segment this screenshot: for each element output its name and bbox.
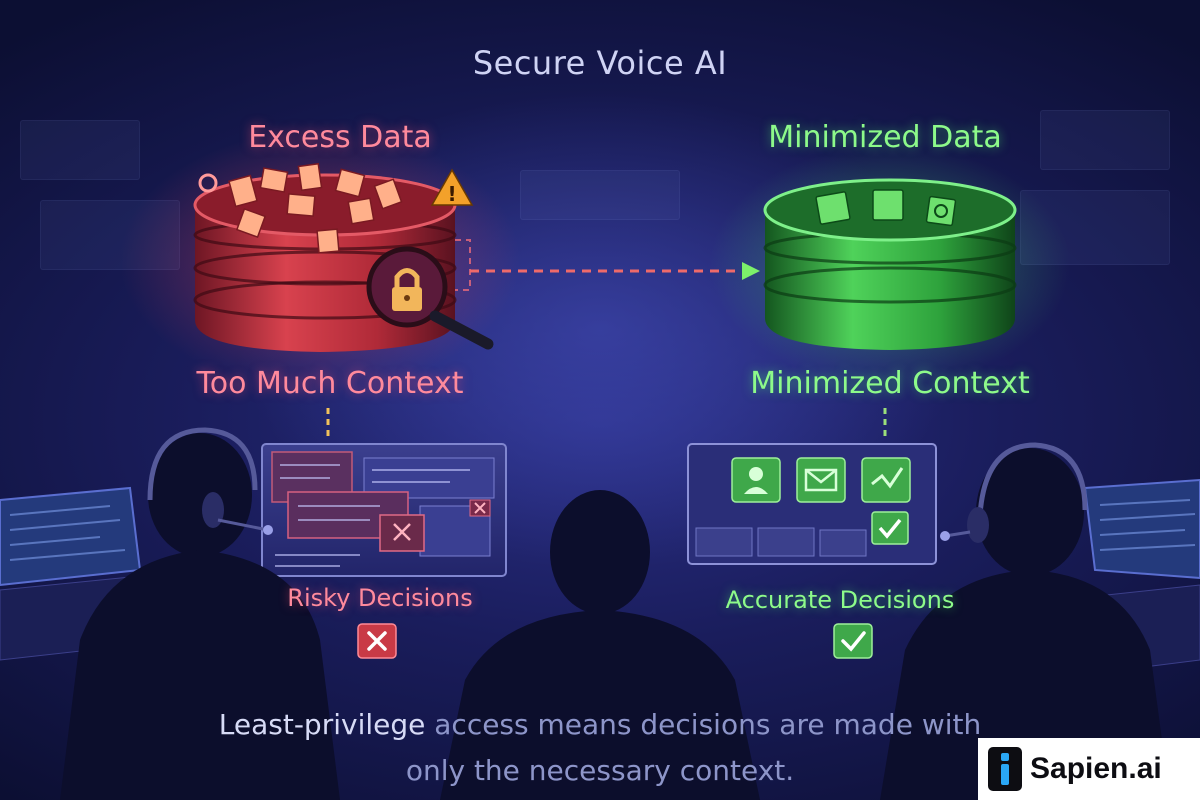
cluttered-context-screen [261, 443, 507, 577]
arrowhead-icon [742, 262, 760, 280]
too-much-context-label: Too Much Context [196, 366, 464, 401]
background-screen [520, 170, 680, 220]
minimized-context-label: Minimized Context [750, 366, 1030, 401]
svg-text:!: ! [447, 182, 456, 206]
brand-logo: Sapien.ai [978, 738, 1200, 800]
footer-caption: Least-privilege access means decisions a… [130, 702, 1070, 794]
background-screen [1040, 110, 1170, 170]
operator-silhouettes [60, 433, 1170, 800]
minimized-data-database [763, 178, 1017, 350]
excess-data-heading: Excess Data [248, 120, 432, 155]
sapien-logo-icon [988, 747, 1022, 791]
risky-decisions-label: Risky Decisions [287, 584, 473, 612]
minimized-data-heading: Minimized Data [768, 120, 1002, 155]
background-screen [20, 120, 140, 180]
page-title: Secure Voice AI [472, 44, 728, 82]
footer-highlight: Least-privilege [218, 708, 426, 741]
check-icon [833, 623, 873, 659]
minimized-context-screen [687, 443, 937, 565]
x-icon [357, 623, 397, 659]
excess-data-database: ! [193, 162, 494, 352]
footer-line1: access means decisions are made with [425, 708, 982, 741]
footer-line2: only the necessary context. [405, 754, 795, 787]
brand-name: Sapien.ai [1030, 752, 1162, 785]
accurate-decisions-label: Accurate Decisions [725, 586, 955, 614]
